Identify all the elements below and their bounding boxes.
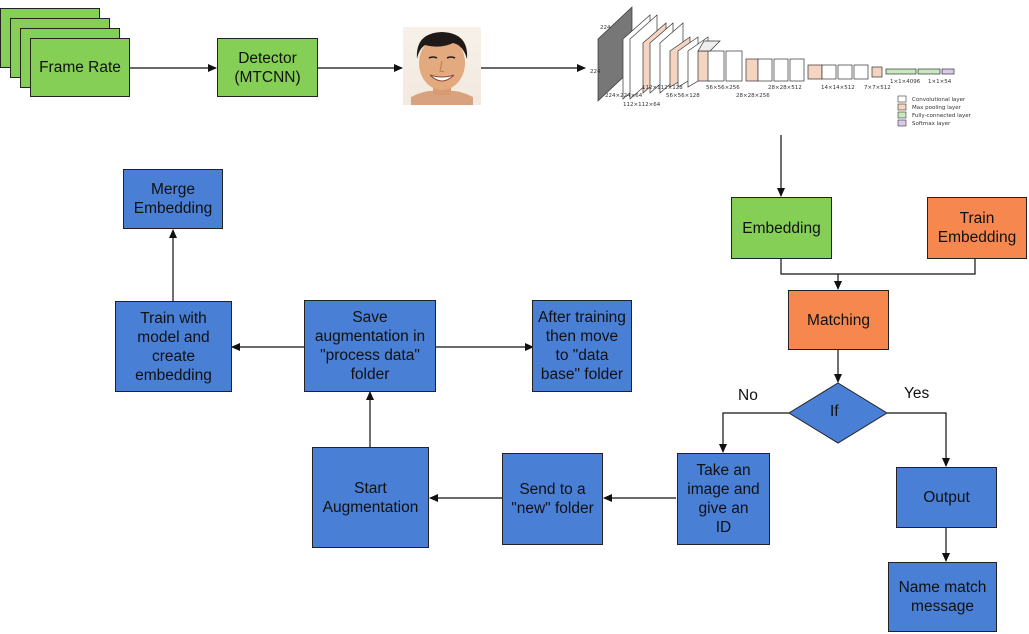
svg-text:224: 224 [600,25,611,31]
merge-embedding-box: Merge Embedding [123,169,223,229]
no-label: No [738,387,758,404]
svg-text:28×28×256: 28×28×256 [736,93,770,99]
svg-text:1×1×4096: 1×1×4096 [890,79,921,85]
output-box: Output [896,467,997,528]
after-training-box: After training then move to "data base" … [532,300,632,392]
send-new-box: Send to a "new" folder [502,453,603,545]
svg-text:224×224×64: 224×224×64 [605,93,643,99]
decision-diamond [788,382,888,444]
embedding-box: Embedding [731,197,832,259]
take-image-box: Take an image and give an ID [677,453,770,545]
train-embedding-box: Train Embedding [927,197,1027,259]
svg-text:7×7×512: 7×7×512 [864,85,891,91]
svg-text:28×28×512: 28×28×512 [768,85,802,91]
arrow-if-no [719,412,789,453]
save-augmentation-box: Save augmentation in "process data" fold… [304,300,436,392]
svg-text:112×112×128: 112×112×128 [642,85,683,91]
face-image [403,27,481,105]
cnn-architecture-diagram: 224 224 224×224×64 112×112×64 112×112×12… [590,6,972,127]
svg-text:56×56×128: 56×56×128 [666,93,700,99]
svg-text:14×14×512: 14×14×512 [821,85,855,91]
arrow-if-yes [887,412,950,467]
frame-rate-box: Frame Rate [30,38,130,97]
svg-text:Fully-connected layer: Fully-connected layer [912,113,972,119]
start-augmentation-box: Start Augmentation [312,447,429,548]
face-illustration [411,32,473,105]
svg-text:Max pooling layer: Max pooling layer [912,105,962,111]
cnn-legend: Convolutional layer Max pooling layer Fu… [897,95,972,127]
yes-label: Yes [904,385,930,402]
svg-text:224: 224 [590,69,601,75]
name-match-box: Name match message [888,562,997,632]
decision-label: If [830,403,839,420]
matching-box: Matching [788,290,889,350]
svg-text:1×1×54: 1×1×54 [928,79,952,85]
detector-box: Detector (MTCNN) [217,38,318,97]
cnn-dimension-labels: 224 224 224×224×64 112×112×64 112×112×12… [590,25,952,108]
line-embedding-merge [780,259,976,275]
svg-text:56×56×256: 56×56×256 [706,85,740,91]
train-model-box: Train with model and create embedding [115,301,232,392]
svg-text:Softmax layer: Softmax layer [912,121,951,127]
svg-text:112×112×64: 112×112×64 [623,102,661,108]
svg-text:Convolutional layer: Convolutional layer [912,97,966,103]
